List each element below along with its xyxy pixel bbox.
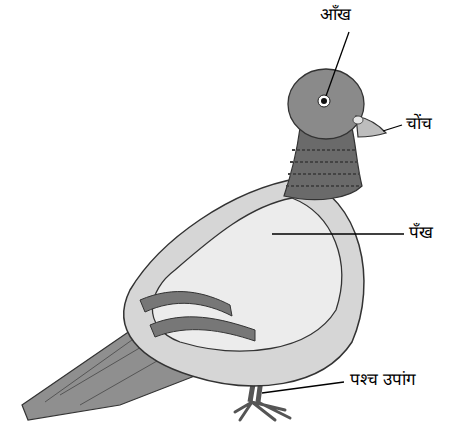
part-label: आँख [320,4,351,24]
leader-line [272,233,404,234]
part-label: पँख [409,222,433,242]
leader-line [383,125,402,131]
leader-line [262,382,344,393]
leader-line [326,32,349,96]
part-label: चोंच [406,113,432,133]
part-label: पश्च उपांग [350,369,416,389]
